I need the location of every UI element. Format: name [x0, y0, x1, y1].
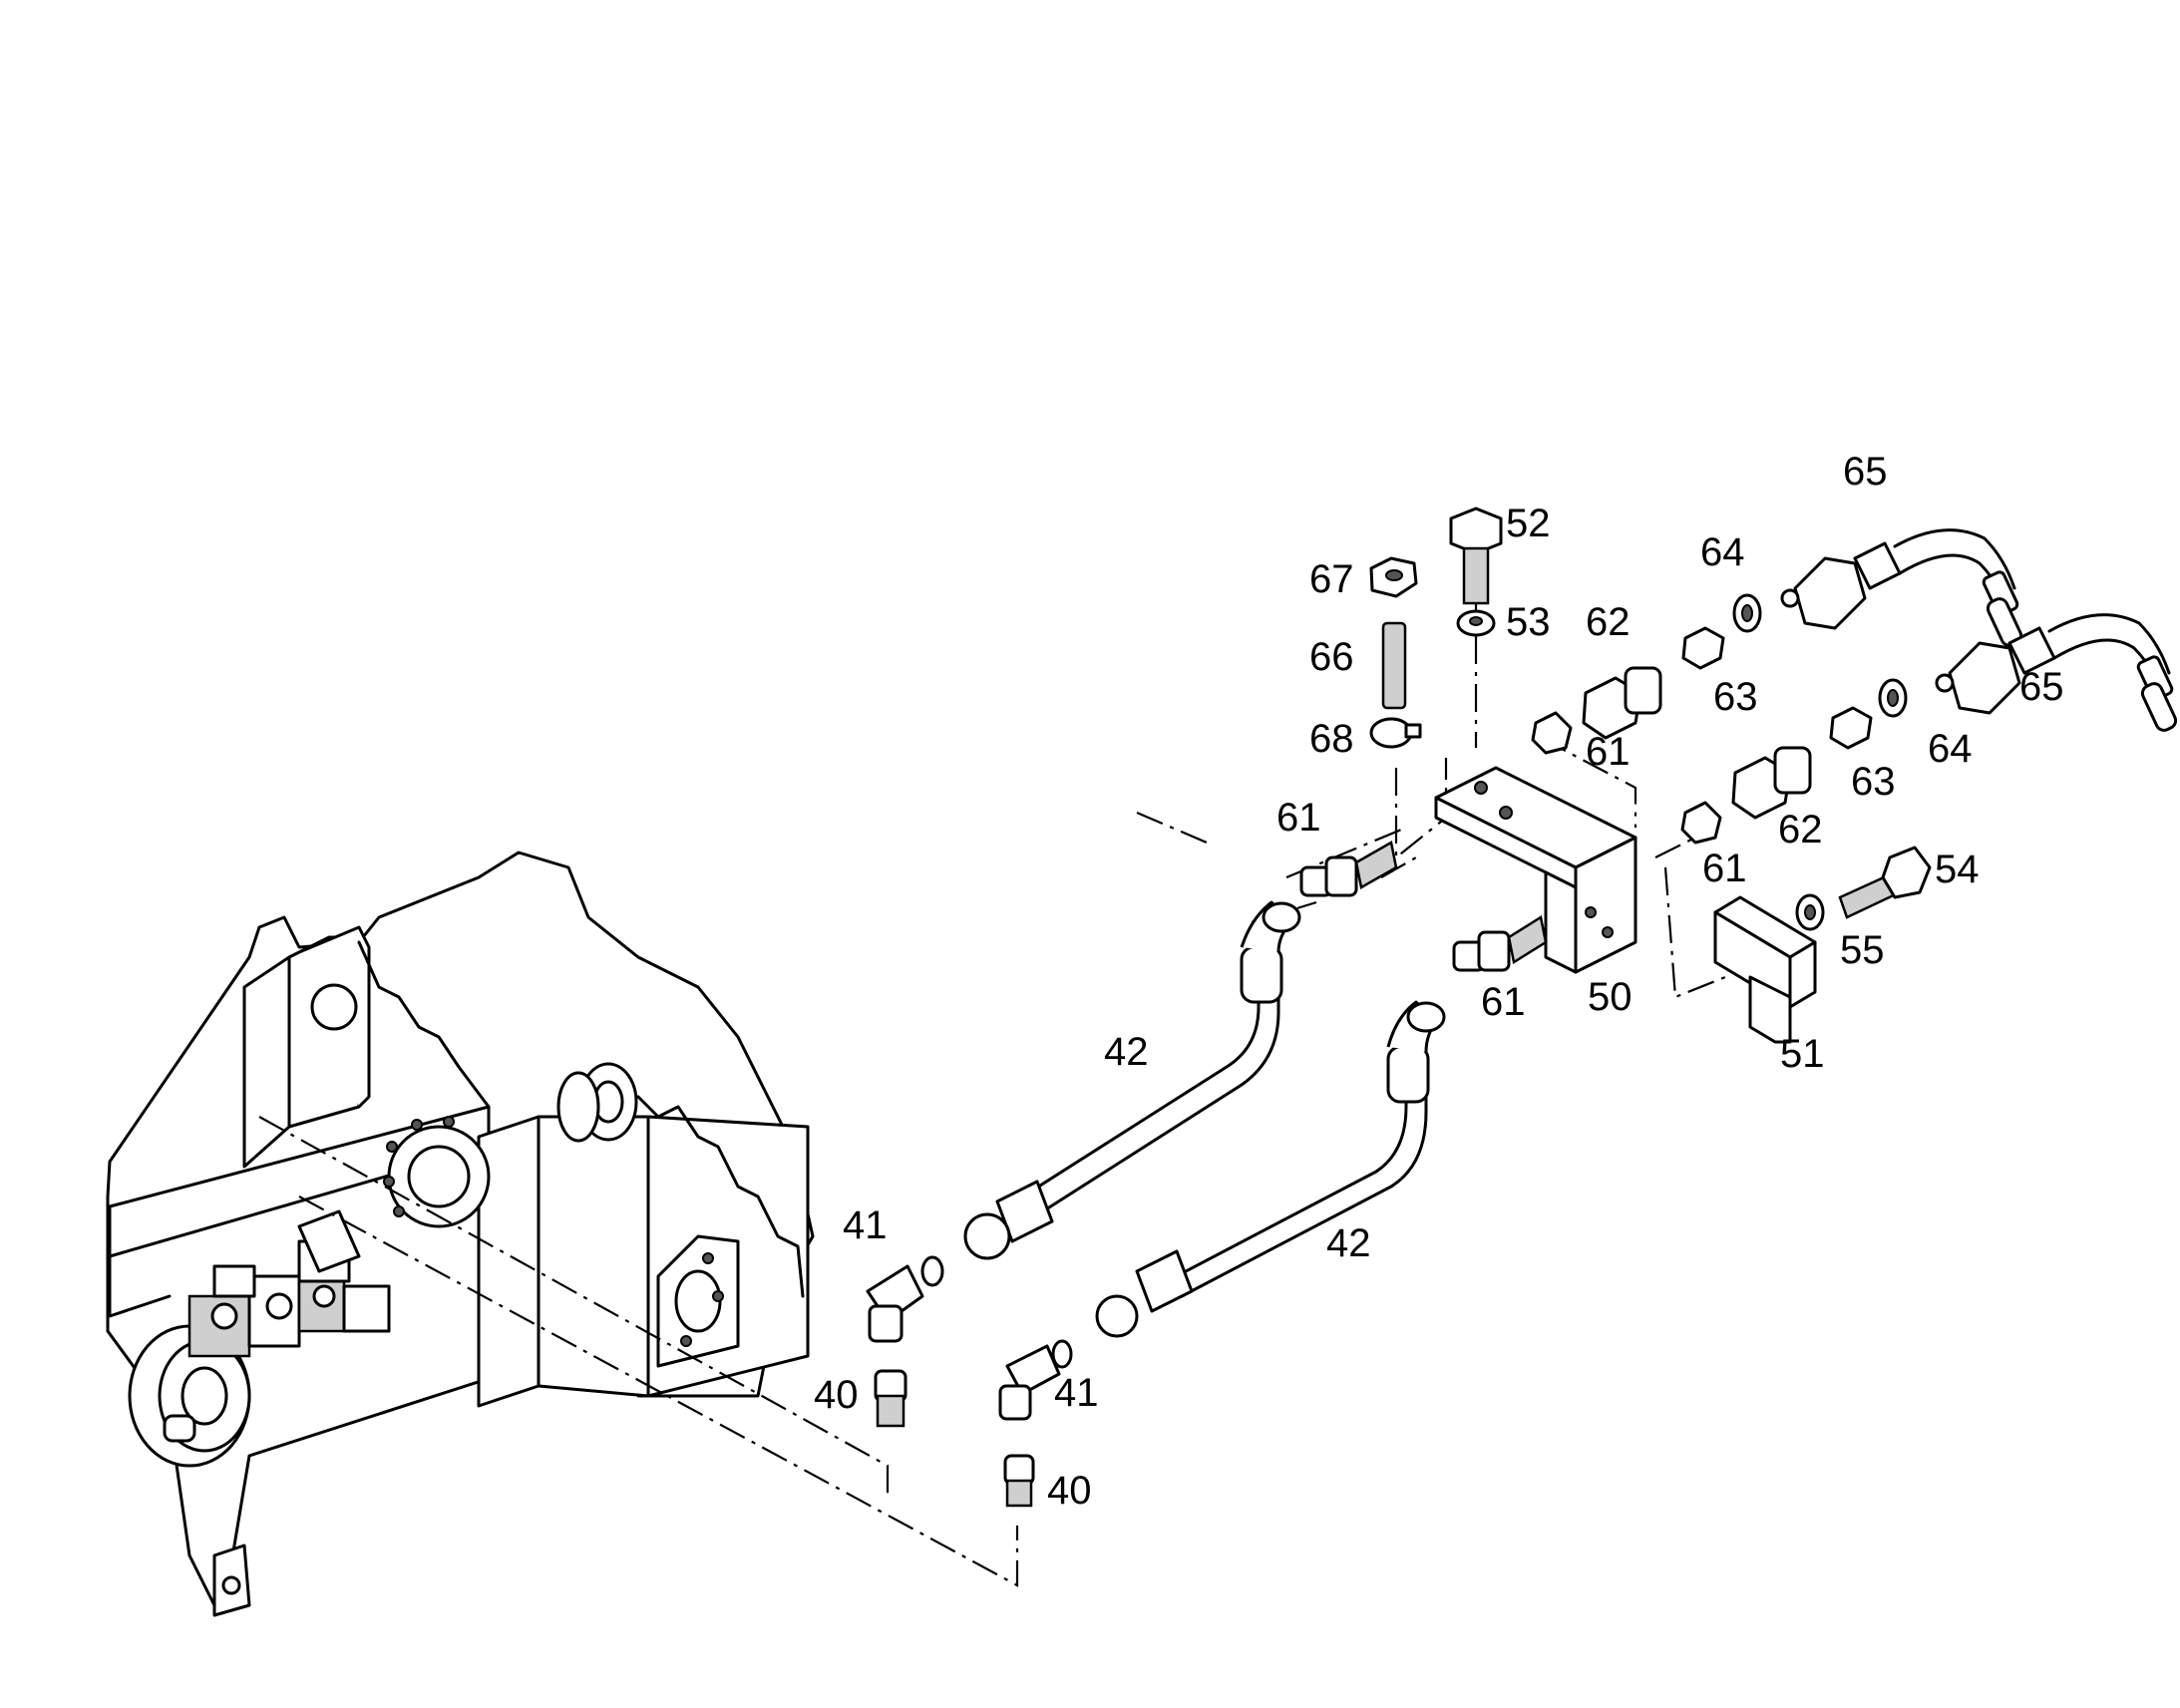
hose-assembly-65-lower — [1935, 613, 2178, 732]
callout-55: 55 — [1840, 928, 1885, 972]
union-62-upper — [1582, 666, 1662, 740]
callout-61-top: 61 — [1586, 730, 1631, 774]
callout-62-lower: 62 — [1778, 808, 1823, 852]
ring-64-lower — [1878, 678, 1908, 718]
union-62-lower — [1731, 746, 1812, 820]
callout-labels: 65 52 64 67 53 62 66 63 65 68 61 64 63 6… — [814, 450, 2064, 1513]
callout-40-lower: 40 — [1047, 1469, 1092, 1513]
ring-64-upper — [1732, 593, 1762, 633]
hose-42-lower — [1095, 1000, 1446, 1338]
callout-64-upper: 64 — [1700, 530, 1745, 574]
callout-41-lower: 41 — [1054, 1371, 1099, 1415]
callout-42-upper: 42 — [1104, 1030, 1149, 1074]
engine-mechanism — [187, 1209, 391, 1358]
callout-65-lower: 65 — [2019, 665, 2064, 709]
bolt-52 — [1449, 507, 1503, 605]
hose-42-upper — [963, 900, 1301, 1260]
callout-61-lower: 61 — [1481, 980, 1526, 1024]
leader-lines — [258, 588, 1726, 1587]
callout-53: 53 — [1506, 600, 1551, 644]
washer-68 — [1369, 717, 1422, 749]
nut-61-top — [1531, 711, 1573, 755]
callout-67: 67 — [1309, 557, 1354, 601]
machine-frame — [106, 851, 815, 1617]
bracket-50 — [1434, 766, 1637, 974]
callout-61-right: 61 — [1702, 847, 1747, 890]
nut-63-upper — [1681, 626, 1725, 670]
stud-66 — [1381, 621, 1407, 710]
callout-41-upper: 41 — [843, 1203, 888, 1247]
callout-42-lower: 42 — [1326, 1221, 1371, 1265]
adapter-40-upper — [874, 1369, 908, 1428]
nut-61-right — [1680, 801, 1722, 845]
callout-40-upper: 40 — [814, 1373, 859, 1417]
callout-61-left: 61 — [1276, 796, 1321, 840]
callout-50: 50 — [1588, 975, 1633, 1019]
callout-64-lower: 64 — [1928, 727, 1973, 771]
washer-55 — [1795, 893, 1825, 931]
callout-63-upper: 63 — [1713, 675, 1758, 719]
callout-54: 54 — [1935, 848, 1980, 891]
clamp-51 — [1713, 895, 1817, 1044]
washer-53 — [1456, 609, 1496, 637]
elbow-41-upper — [866, 1255, 944, 1343]
callout-66: 66 — [1309, 635, 1354, 679]
callout-52: 52 — [1506, 502, 1551, 545]
callout-63-lower: 63 — [1851, 760, 1896, 804]
callout-65-upper: 65 — [1843, 450, 1888, 494]
fitting-61-left — [1299, 841, 1398, 897]
fitting-61-lower — [1452, 914, 1548, 972]
nut-63-lower — [1829, 706, 1873, 750]
callout-62-upper: 62 — [1586, 600, 1631, 644]
nut-67 — [1369, 556, 1418, 598]
callout-51: 51 — [1780, 1032, 1825, 1076]
adapter-40-lower — [1003, 1454, 1035, 1508]
hose-assembly-65-upper — [1780, 528, 2023, 647]
elbow-41-lower — [998, 1339, 1073, 1421]
bolt-54 — [1838, 846, 1932, 919]
callout-68: 68 — [1309, 717, 1354, 761]
